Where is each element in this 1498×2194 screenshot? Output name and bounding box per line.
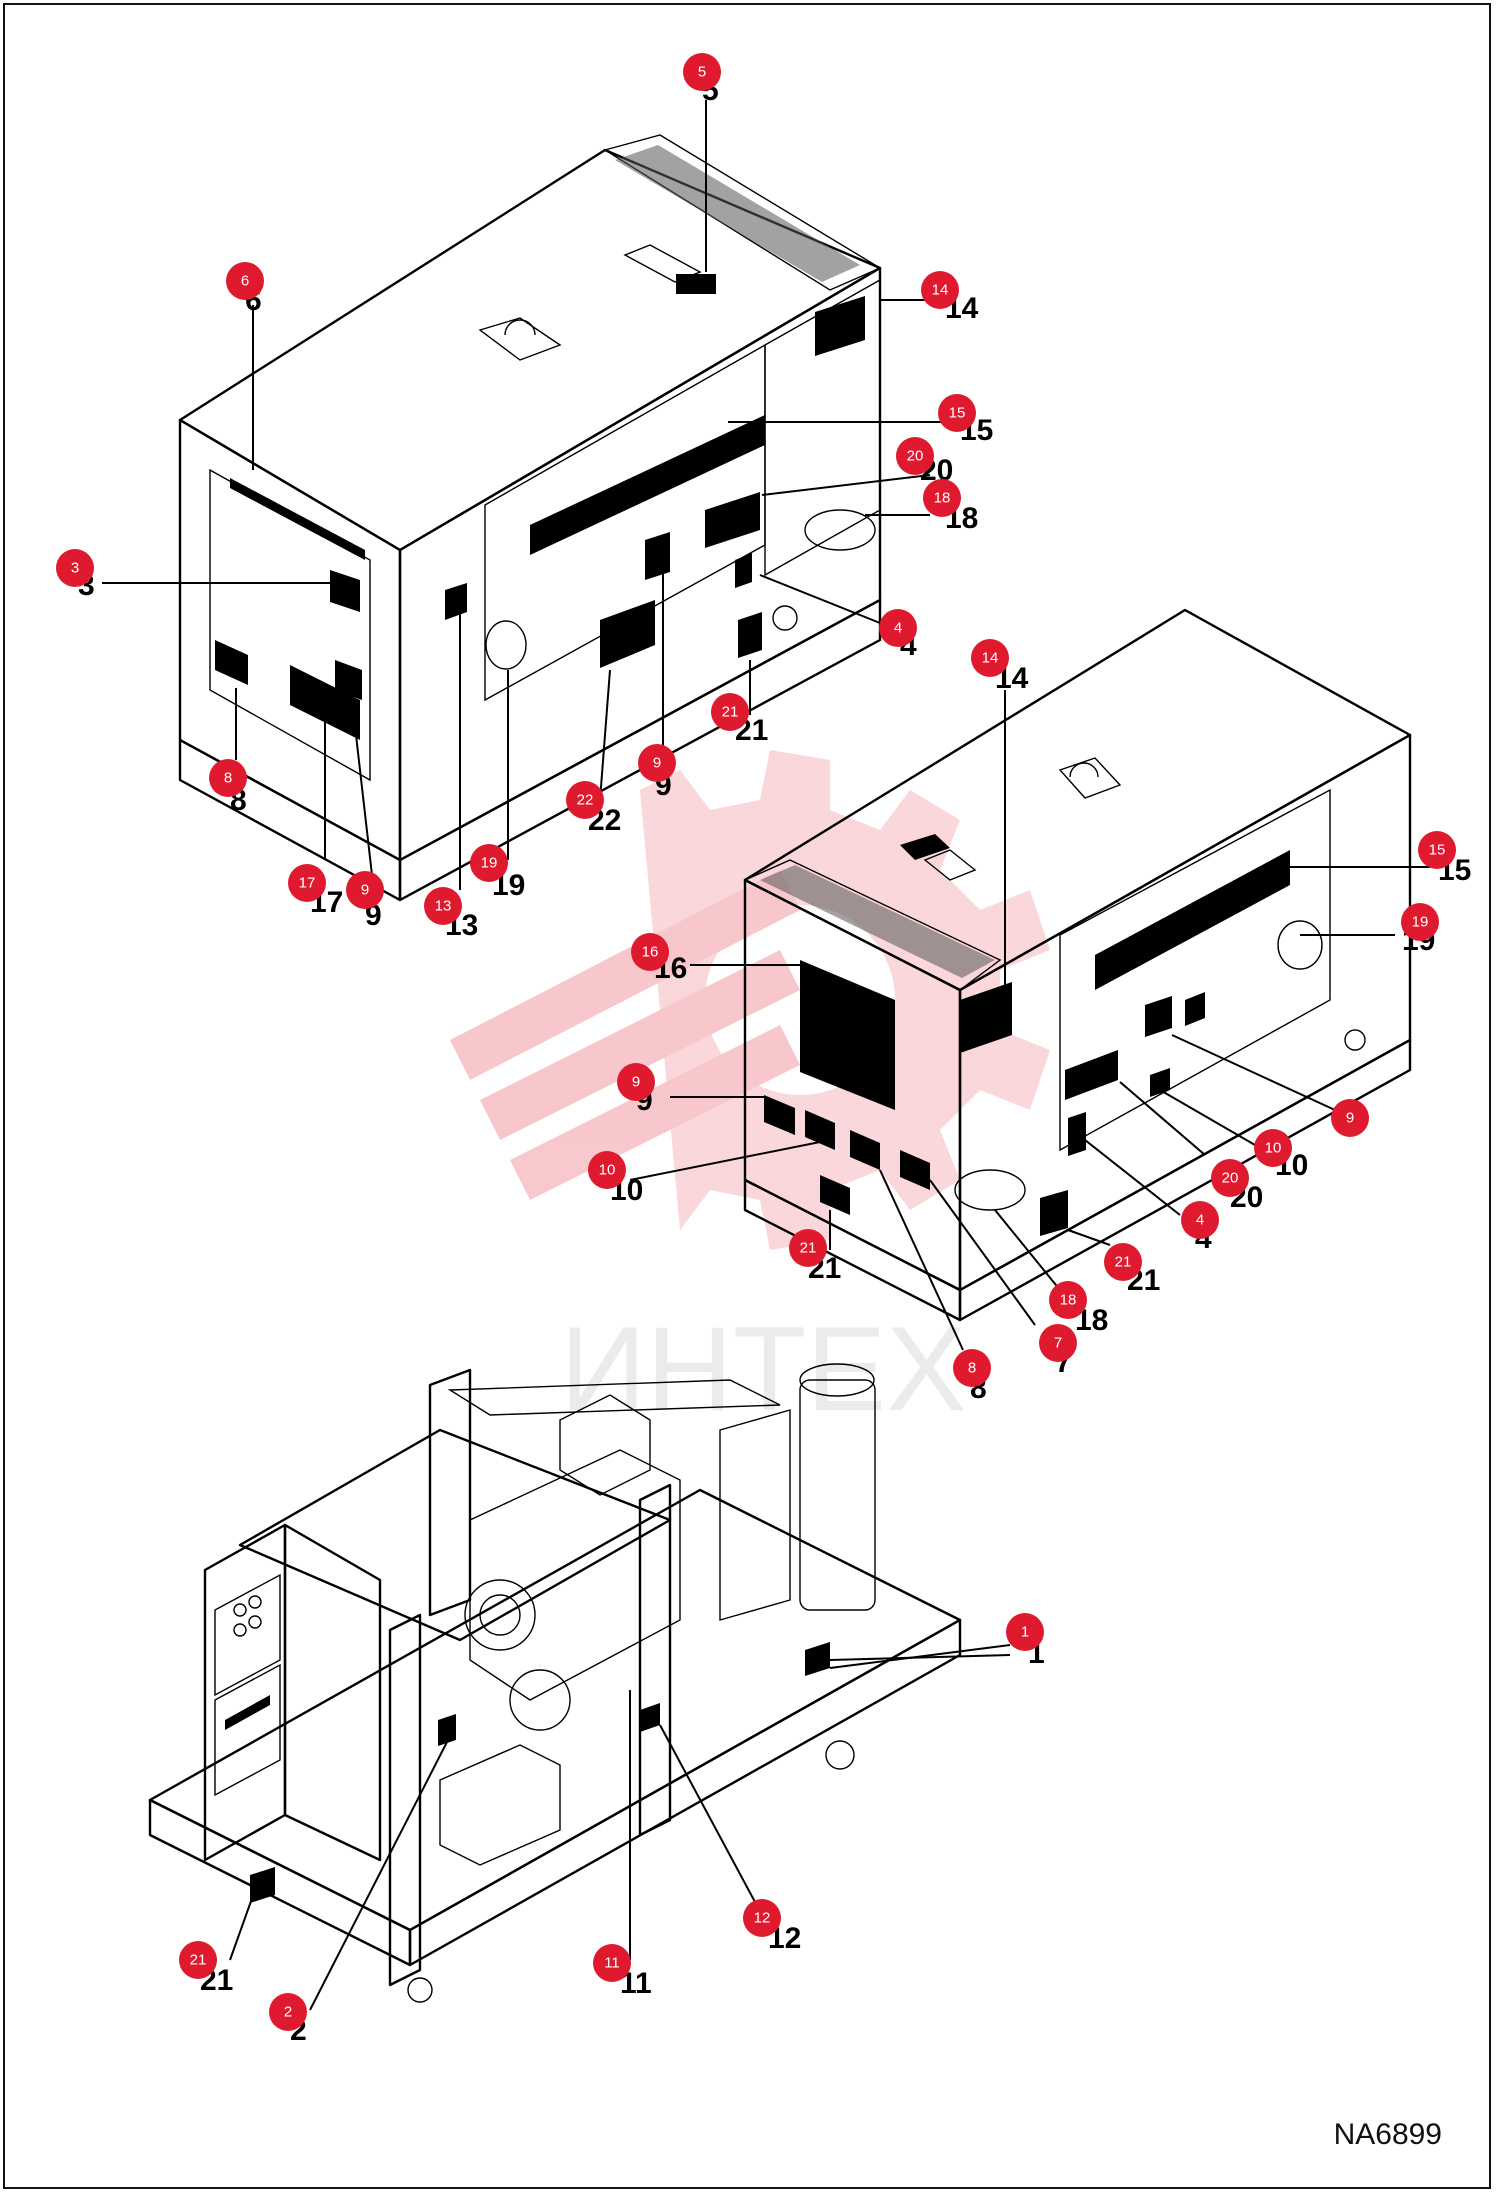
badge-13: 13: [424, 887, 462, 925]
badge-4: 4: [879, 609, 917, 647]
svg-text:7: 7: [1054, 1335, 1062, 1352]
badge-8-b: 8: [953, 1349, 991, 1387]
svg-text:1: 1: [1021, 1624, 1029, 1641]
svg-text:20: 20: [907, 448, 924, 465]
badge-19: 19: [470, 844, 508, 882]
enclosure-view-b: [743, 608, 1412, 1322]
svg-text:19: 19: [1412, 914, 1429, 931]
badge-9-d: 9: [1331, 1099, 1369, 1137]
svg-text:19: 19: [481, 855, 498, 872]
svg-text:14: 14: [982, 650, 999, 667]
watermark: ИНТЕХ: [450, 750, 1050, 1436]
badge-3: 3: [56, 549, 94, 587]
badge-15-b: 15: [1418, 831, 1456, 869]
badge-6: 6: [226, 262, 264, 300]
badge-21: 21: [711, 693, 749, 731]
badge-9-c: 9: [617, 1063, 655, 1101]
badge-9: 9: [638, 744, 676, 782]
badge-9-b: 9: [346, 871, 384, 909]
svg-text:18: 18: [934, 490, 951, 507]
badge-20-b: 20: [1211, 1159, 1249, 1197]
badge-14: 14: [921, 271, 959, 309]
badge-5: 5: [683, 53, 721, 91]
leader-lines: [102, 100, 1430, 2011]
figure-code: NA6899: [1333, 2118, 1442, 2151]
svg-text:21: 21: [1115, 1254, 1132, 1271]
svg-text:3: 3: [71, 560, 79, 577]
badge-12: 12: [743, 1899, 781, 1937]
svg-text:5: 5: [698, 64, 706, 81]
svg-text:21: 21: [722, 704, 739, 721]
svg-text:9: 9: [632, 1074, 640, 1091]
svg-text:10: 10: [599, 1162, 616, 1179]
callout-badges: 5 6 14 15 20 18 3 4 21 9 22 8 17 9 13 19…: [56, 53, 1456, 2031]
svg-text:10: 10: [1265, 1140, 1282, 1157]
frame-view-c: [148, 1363, 962, 2003]
badge-21-b: 21: [1104, 1243, 1142, 1281]
svg-text:9: 9: [653, 755, 661, 772]
border-frame: [3, 3, 1491, 2189]
svg-text:6: 6: [241, 273, 249, 290]
badge-20: 20: [896, 437, 934, 475]
badge-14-b: 14: [971, 639, 1009, 677]
svg-text:20: 20: [1222, 1170, 1239, 1187]
svg-text:14: 14: [932, 282, 949, 299]
svg-text:9: 9: [361, 882, 369, 899]
badge-18-b: 18: [1049, 1281, 1087, 1319]
badge-15: 15: [938, 394, 976, 432]
enclosure-view-a: [178, 134, 882, 902]
svg-text:21: 21: [800, 1240, 817, 1257]
badge-7-b: 7: [1039, 1324, 1077, 1362]
badge-10-c: 10: [1254, 1129, 1292, 1167]
watermark-text: ИНТЕХ: [560, 1302, 966, 1436]
svg-text:9: 9: [1346, 1110, 1354, 1127]
svg-text:2: 2: [284, 2004, 292, 2021]
svg-text:21: 21: [190, 1952, 207, 1969]
svg-text:22: 22: [577, 792, 594, 809]
badge-17: 17: [288, 864, 326, 902]
badge-16: 16: [631, 933, 669, 971]
svg-text:15: 15: [1429, 842, 1446, 859]
badge-19-b: 19: [1401, 903, 1439, 941]
svg-text:12: 12: [754, 1910, 771, 1927]
svg-text:8: 8: [224, 770, 232, 787]
badge-8: 8: [209, 759, 247, 797]
badge-11: 11: [593, 1944, 631, 1982]
badge-2: 2: [269, 1993, 307, 2031]
badge-10-b: 10: [588, 1151, 626, 1189]
svg-text:17: 17: [299, 875, 316, 892]
badge-21-d: 21: [179, 1941, 217, 1979]
svg-text:11: 11: [604, 1955, 620, 1972]
svg-text:15: 15: [949, 405, 966, 422]
svg-text:18: 18: [1060, 1292, 1077, 1309]
svg-text:4: 4: [894, 620, 902, 637]
badge-22: 22: [566, 781, 604, 819]
badge-18: 18: [923, 479, 961, 517]
svg-text:8: 8: [968, 1360, 976, 1377]
svg-text:16: 16: [642, 944, 659, 961]
svg-text:4: 4: [1196, 1212, 1204, 1229]
badge-1: 1: [1006, 1613, 1044, 1651]
badge-4-b: 4: [1181, 1201, 1219, 1239]
badge-21-c: 21: [789, 1229, 827, 1267]
svg-text:13: 13: [435, 898, 452, 915]
